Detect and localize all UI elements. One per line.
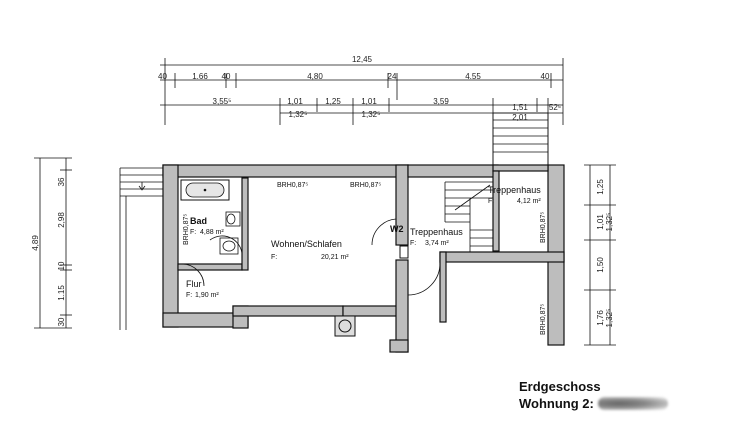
redacted-name [597,397,668,410]
room-flur-area: 1,90 m² [195,292,219,299]
room-living-name: Wohnen/Schlafen [271,239,342,249]
dim-row3-7: 52⁵ [549,103,561,112]
washbasin [219,237,239,255]
toilet [225,211,241,227]
dim-row3-sub-3: 2,01 [512,113,528,122]
dim-row2-2: 1.66 [192,72,208,81]
dim-row2-6: 4.55 [465,72,481,81]
stairs [444,181,493,252]
bathtub [180,179,230,201]
window-label-2: BRH0,87⁵ [350,182,381,189]
room-flur-name: Flur [186,279,202,289]
dim-row2-1: 40 [158,72,167,81]
dim-left-2: 2,98 [57,212,66,228]
window-label-5: BRH0,87⁵ [540,304,547,335]
title-block: Erdgeschoss Wohnung 2: [519,378,668,412]
dim-row3-sub-1: 1,32⁵ [289,110,308,119]
top-dimension-lines [160,58,564,170]
room-stair2-area-label: F: [488,198,494,205]
dim-left-4: 1.15 [57,285,66,301]
room-stair1-area-label: F: [410,240,416,247]
dim-left-5: 30 [57,317,66,326]
pillar [399,245,409,259]
dim-row3-3: 1,25 [325,97,341,106]
dim-left-3: 10 [57,261,66,270]
chimney [334,315,356,337]
dim-left-overall: 4,89 [31,235,40,251]
door-swings [181,218,441,296]
dim-row3-1: 3,55⁵ [213,97,232,106]
dim-row2-3: 40 [222,72,231,81]
dim-row3-5: 3,59 [433,97,449,106]
room-bad-area: 4,88 m² [200,229,224,236]
left-dimension-lines [34,157,72,329]
dim-overall-width: 12,45 [352,55,373,64]
left-balcony [119,167,165,330]
dim-row2-5: 24 [388,72,397,81]
dim-row3-4: 1,01 [361,97,377,106]
room-living-area: 20,21 m² [321,254,349,261]
window-label-4: BRH0,87⁵ [540,212,547,243]
unit-marker: W2 [390,224,404,234]
dim-right-5: 1,76 [596,310,605,326]
title-unit-row: Wohnung 2: [519,395,668,412]
room-living-area-label: F: [271,254,277,261]
dim-right-6: 1,32⁵ [605,309,614,328]
right-dimension-lines [584,164,616,346]
dim-row3-6: 1,51 [512,103,528,112]
dim-row3-sub-2: 1,32⁵ [362,110,381,119]
walls [162,164,565,353]
title-unit: Wohnung 2: [519,396,594,411]
room-flur-area-label: F: [186,292,192,299]
room-bad-area-label: F: [190,229,196,236]
dim-left-1: 36 [57,177,66,186]
dim-row2-7: 40 [541,72,550,81]
window-label-1: BRH0,87⁵ [277,182,308,189]
title-floor: Erdgeschoss [519,379,601,394]
dim-row2-4: 4,80 [307,72,323,81]
dim-row3-2: 1,01 [287,97,303,106]
room-stair2-area: 4,12 m² [517,198,541,205]
room-stair1-area: 3,74 m² [425,240,449,247]
dim-right-2: 1,01 [596,214,605,230]
dim-right-3: 1,32⁵ [605,213,614,232]
room-bad-name: Bad [190,216,207,226]
room-stair2-name: Treppenhaus [488,185,541,195]
dim-right-4: 1,50 [596,257,605,273]
room-stair1-name: Treppenhaus [410,227,463,237]
window-label-3: BRH0,87⁵ [183,214,190,245]
dim-right-1: 1,25 [596,179,605,195]
